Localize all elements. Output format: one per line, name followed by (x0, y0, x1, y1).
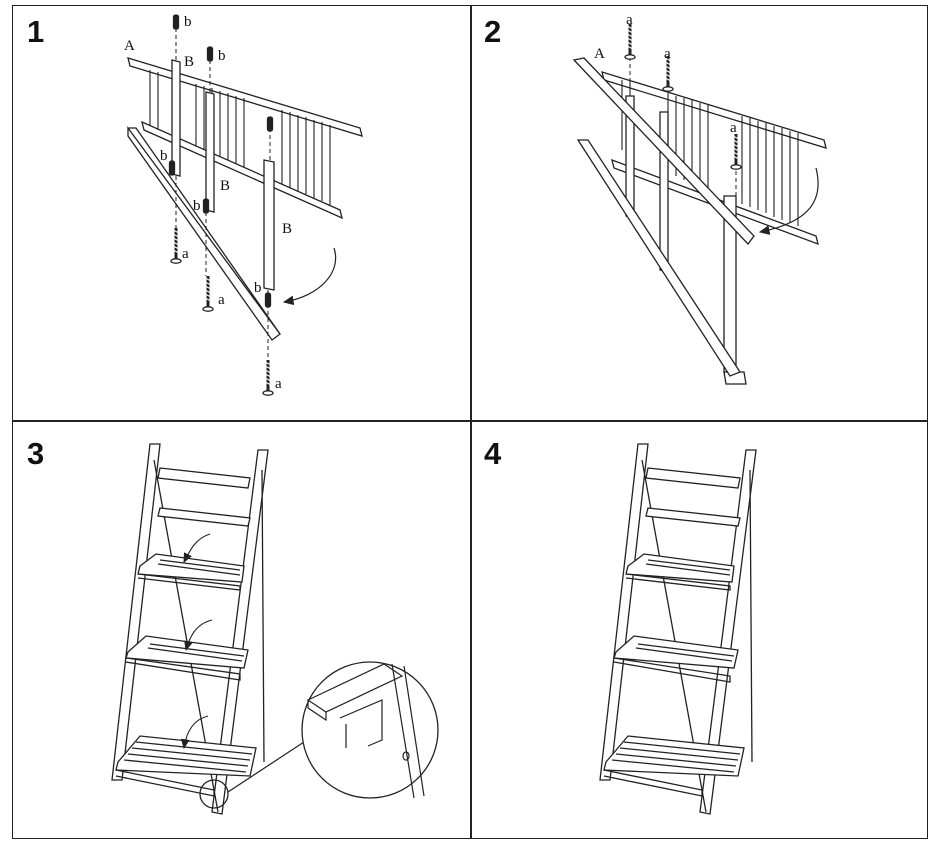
step-1-illustration (127, 14, 363, 397)
step-4-number: 4 (484, 436, 502, 471)
step-3-number: 3 (27, 436, 45, 471)
svg-text:a: a (664, 46, 671, 62)
svg-text:b: b (160, 148, 168, 164)
grid-divider-horizontal (12, 420, 928, 422)
svg-text:a: a (218, 292, 225, 308)
step-1-labels: A B B B b b b b b a a a (124, 14, 292, 392)
svg-text:A: A (594, 46, 605, 62)
step-2-labels: A a a a (594, 12, 737, 136)
step-4-illustration (599, 443, 757, 815)
svg-text:a: a (730, 120, 737, 136)
svg-text:b: b (254, 280, 262, 296)
svg-text:B: B (220, 178, 230, 194)
svg-text:A: A (124, 38, 135, 54)
step-1-number: 1 (27, 14, 45, 49)
svg-text:a: a (275, 376, 282, 392)
svg-text:b: b (184, 14, 192, 30)
svg-text:B: B (282, 221, 292, 237)
step-3-illustration (111, 443, 439, 815)
step-2-number: 2 (484, 14, 502, 49)
svg-text:b: b (193, 198, 201, 214)
svg-text:a: a (626, 12, 633, 28)
grid-divider-vertical (470, 5, 472, 839)
svg-text:b: b (218, 48, 226, 64)
step-2-illustration (572, 22, 827, 385)
svg-text:a: a (182, 246, 189, 262)
svg-text:B: B (184, 54, 194, 70)
